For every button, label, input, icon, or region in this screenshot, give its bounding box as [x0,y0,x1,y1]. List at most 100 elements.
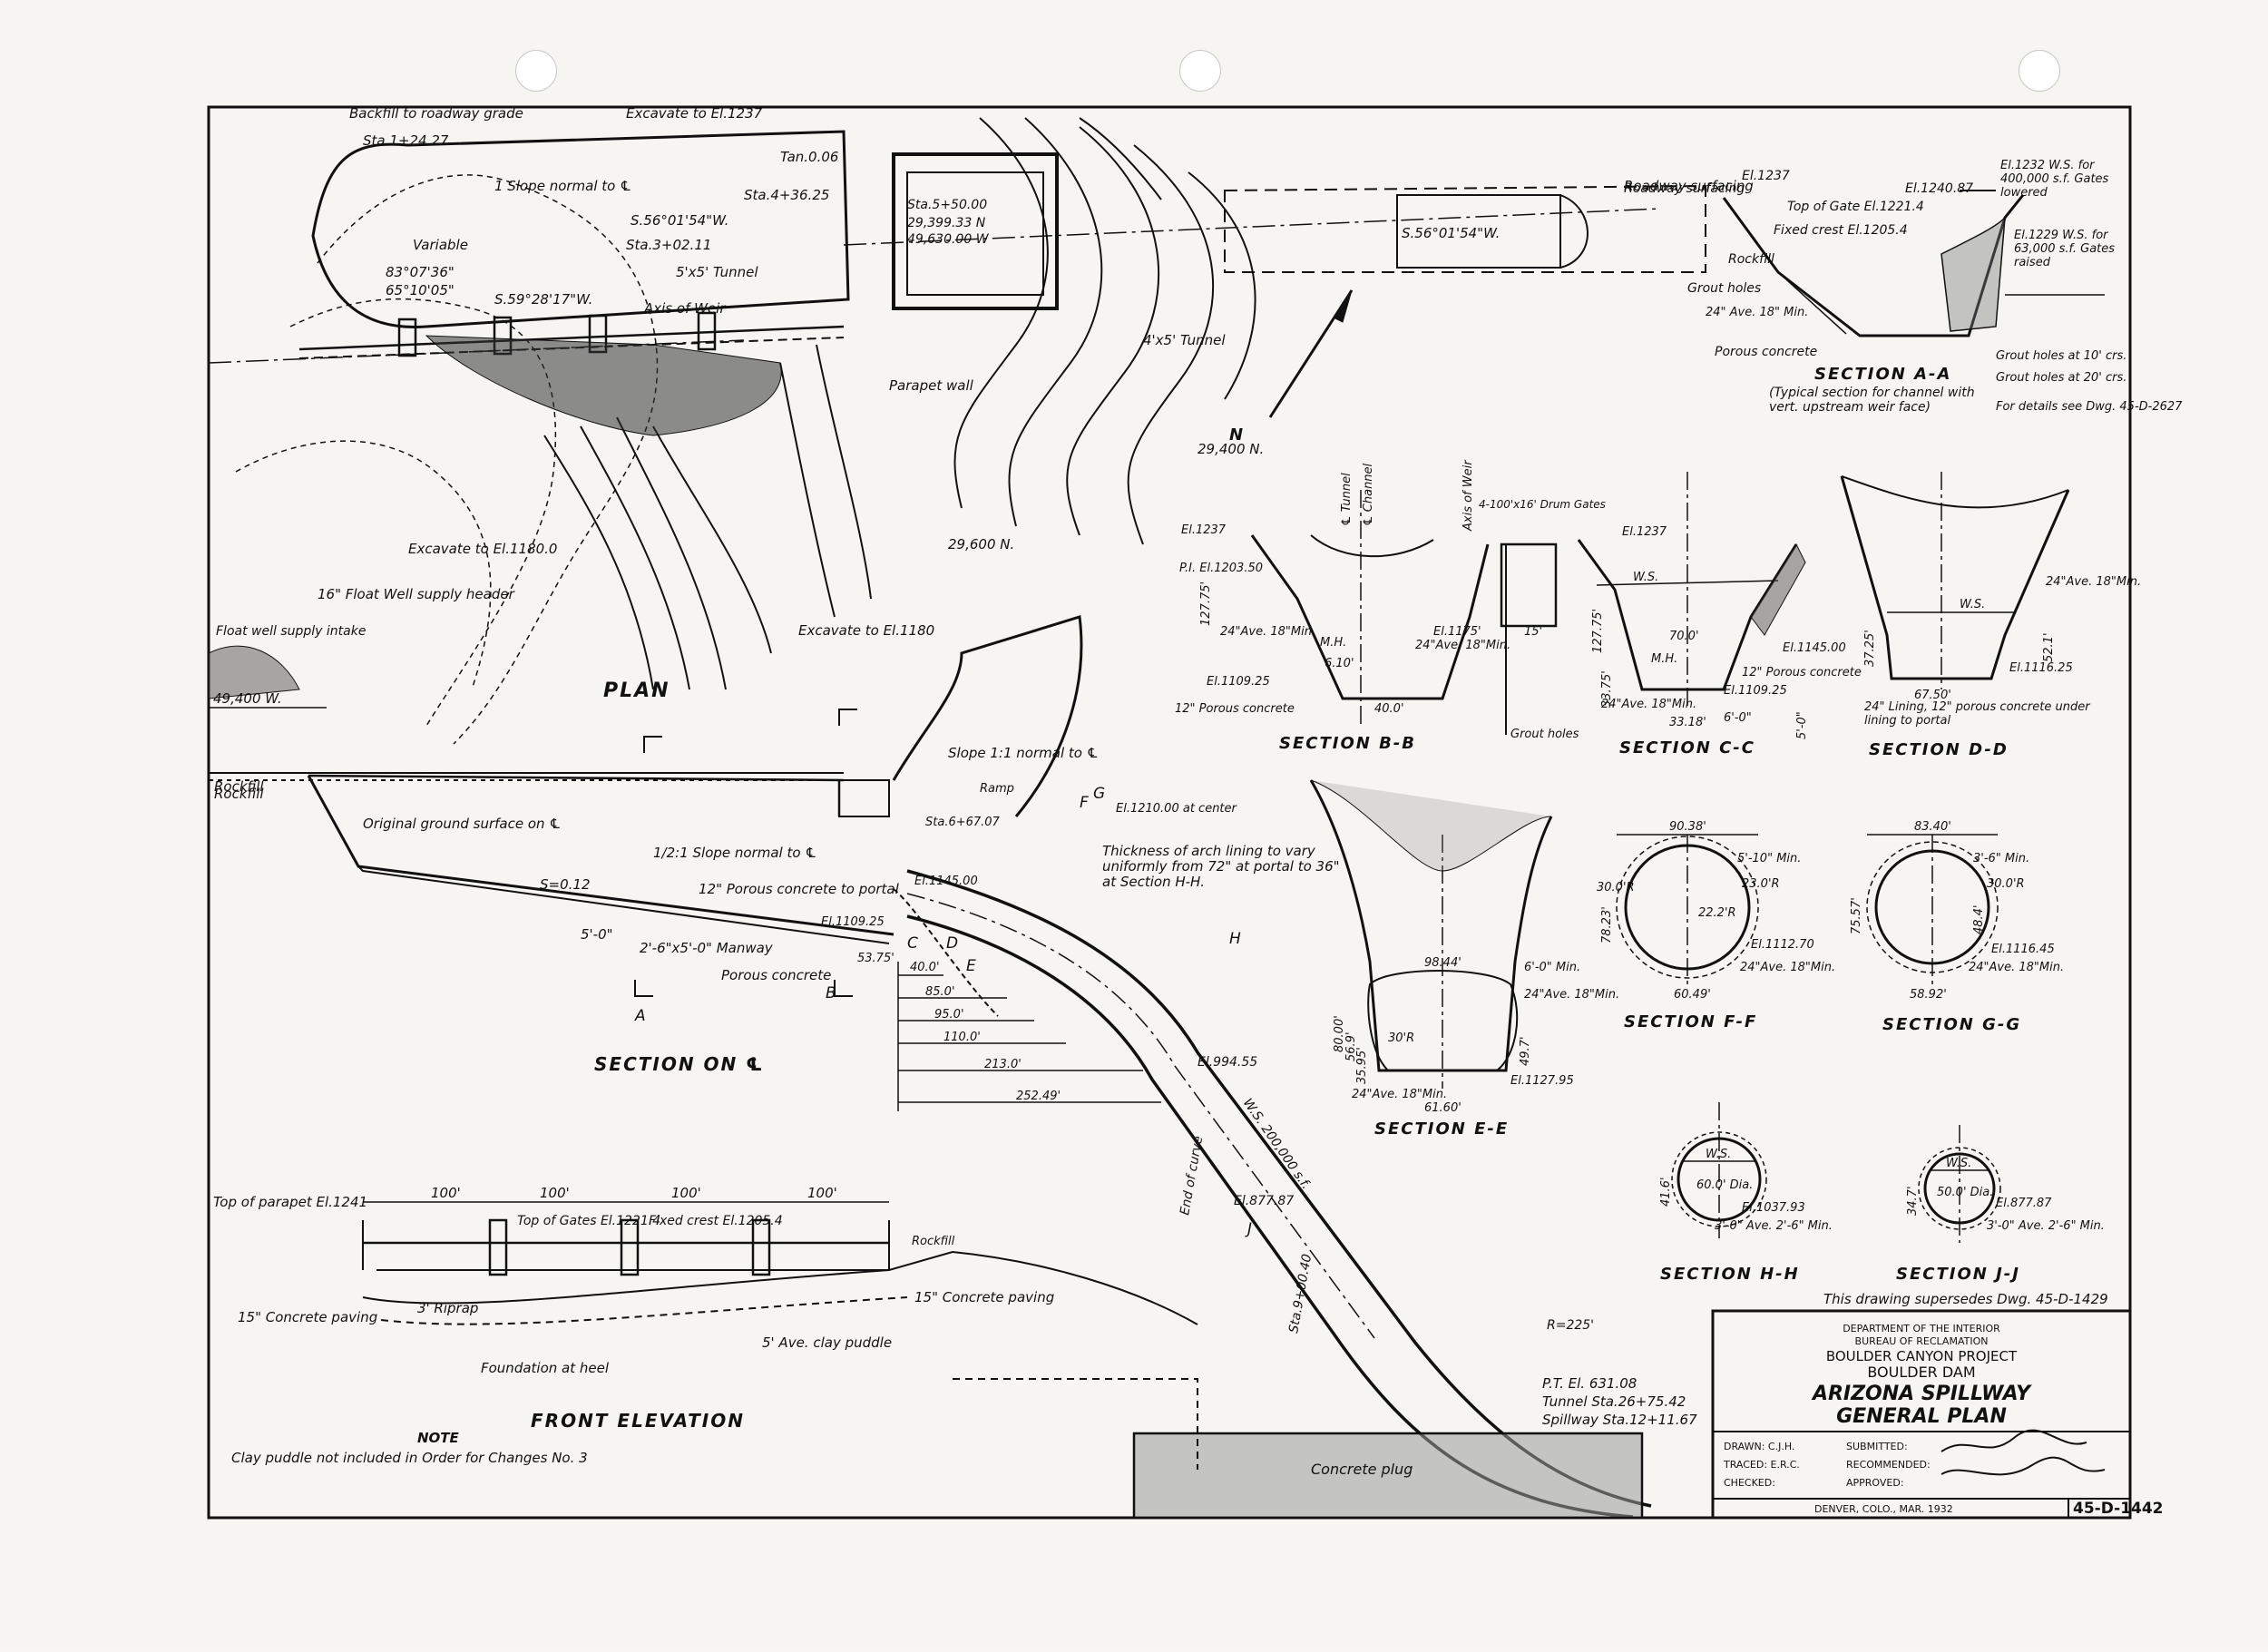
elevation-note: 15" Concrete paving [914,1289,1054,1305]
elevation-note: 5' Ave. clay puddle [762,1334,892,1351]
section-cc-note: El.1109.25 [1724,684,1787,698]
department: DEPARTMENT OF THE INTERIOR [1843,1323,2000,1334]
section-bb-note: 12" Porous concrete [1175,702,1295,716]
section-aa-note: El.1229 W.S. for 63,000 s.f. Gates raise… [2014,229,2116,269]
section-ee-note: 98.44' [1424,956,1461,970]
section-gg-note: 83.40' [1914,820,1951,834]
section-bb-note: ℄ Tunnel [1340,473,1354,526]
section-ff-note: 22.2'R [1698,906,1736,920]
section-dd-note: 37.25' [1863,630,1877,667]
elevation-dim: 100' [431,1185,461,1201]
section-jj-labels: W.S. 50.0' Dia. 34.7' El.877.87 3'-0" Av… [1896,1157,2105,1284]
section-dd-note: 52.1' [2042,632,2056,662]
section-bb-note: 24"Ave. 18"Min. [1220,625,1315,639]
section-marker: H [1229,930,1241,948]
section-aa-labels: El.1237 Roadway surfacing El.1240.87 El.… [1624,159,2183,415]
section-gg-note: 58.92' [1910,988,1947,1002]
section-cc-note: 127.75' [1591,609,1605,653]
section-cc-note: W.S. [1633,571,1658,584]
section-on-centerline-labels: Rockfill Original ground surface on ℄ 1/… [214,745,1340,1238]
section-on-centerline-title: SECTION ON ℄ [594,1053,764,1075]
section-gg-labels: 83.40' 3'-6" Min. 30.0'R 75.57' 48.4' El… [1850,820,2064,1034]
plan-note: 29,399.33 N [907,216,986,230]
section-ee-note: 56.9' [1344,1031,1358,1061]
section-cl-note: Ramp [980,782,1014,796]
plan-title: PLAN [603,679,670,702]
section-aa-note: Top of Gate El.1221.4 [1787,200,1924,214]
supersedes-note: This drawing supersedes Dwg. 45-D-1429 [1823,1291,2108,1307]
section-cl-note: Rockfill [214,786,264,802]
elevation-note: 3' Riprap [417,1300,478,1316]
section-cl-dim: 252.49' [1016,1090,1061,1103]
section-bb-labels: El.1237 P.I. El.1203.50 127.75' 24"Ave. … [1175,459,1606,753]
section-dd-note: 24"Ave. 18"Min. [2046,575,2141,589]
section-cc [1577,472,1806,708]
section-cc-note: M.H. [1651,652,1677,666]
drawing-title: ARIZONA SPILLWAY [1811,1383,2032,1405]
section-hh-note: 3'-0" Ave. 2'-6" Min. [1715,1219,1833,1233]
section-hh-note: 60.0' Dia. [1696,1178,1753,1192]
section-ee-note: 30'R [1388,1031,1414,1045]
section-bb-note: El.1109.25 [1207,675,1270,689]
section-hh-note: El.1037.93 [1742,1201,1805,1215]
section-ff-note: 78.23' [1600,906,1614,943]
section-gg-note: El.1116.45 [1991,943,2055,956]
plan-note: Excavate to El.1180 [798,622,934,639]
plan-note: Tan.0.06 [780,149,838,165]
section-cc-note: El.1237 [1622,525,1667,539]
section-hh-labels: W.S. 60.0' Dia. 41.6' El.1037.93 3'-0" A… [1659,1148,1833,1284]
punch-hole-right [2019,50,2060,92]
drawing-place-date: DENVER, COLO., MAR. 1932 [1814,1503,1953,1515]
bureau: BUREAU OF RECLAMATION [1855,1335,1989,1347]
section-cc-title: SECTION C-C [1619,738,1755,758]
section-gg [1866,834,1999,984]
section-gg-note: 48.4' [1972,904,1986,934]
front-elevation [362,1201,1198,1470]
section-hh [1671,1102,1767,1238]
plan-note: Parapet wall [889,377,974,394]
section-dd-note: W.S. [1960,598,1985,611]
section-aa [1722,190,2105,337]
recommended-by: RECOMMENDED: [1846,1459,1931,1471]
tunnel-note: P.T. El. 631.08 [1542,1375,1637,1392]
plan-labels: Backfill to roadway grade Excavate to El… [213,105,1754,795]
tunnel-note: El.994.55 [1198,1055,1257,1070]
section-aa-title: SECTION A-A [1814,365,1951,384]
elevation-note: Fixed crest El.1205.4 [649,1214,783,1228]
section-dd-labels: 24"Ave. 18"Min. W.S. 37.25' El.1116.25 5… [1863,575,2141,759]
section-hh-note: W.S. [1706,1148,1731,1161]
tunnel-note: El.877.87 [1234,1194,1294,1208]
section-dd [1840,472,2070,689]
section-marker: C [907,934,918,953]
plan-note: Sta.3+02.11 [626,237,711,253]
title-block-text: This drawing supersedes Dwg. 45-D-1429 D… [1723,1291,2164,1518]
section-gg-note: 3'-6" Min. [1973,852,2029,865]
section-gg-note: 75.57' [1850,897,1863,934]
plan-note: 4'x5' Tunnel [1143,332,1226,348]
section-cl-note: El.1210.00 at center [1116,802,1238,816]
section-cl-dim: 53.75' [857,952,894,965]
section-ff [1616,834,1759,989]
section-ee-labels: 98.44' 6'-0" Min. 24"Ave. 18"Min. 80.00'… [1333,956,1619,1139]
section-cl-dim: 213.0' [984,1058,1022,1071]
section-bb-note: El.1175' [1433,625,1481,639]
section-marker: D [946,934,958,953]
section-bb-note: 6.10' [1325,657,1354,670]
section-bb-note: 127.75' [1199,582,1213,626]
front-elevation-labels: 100' 100' 100' 100' Top of parapet El.12… [213,1185,1054,1466]
section-cl-note: 2'-6"x5'-0" Manway [640,940,774,956]
section-dd-title: SECTION D-D [1869,740,2009,759]
section-dd-lining-box: 24" Lining, 12" porous concrete under li… [1864,700,2090,728]
plan-note: 49,630.00 W [907,232,990,247]
north-arrow-label: N [1229,425,1243,445]
plan-note: S.59°28'17"W. [494,291,592,308]
section-marker: E [966,957,976,975]
section-aa-subtitle-box: (Typical section for channel with vert. … [1769,386,1975,415]
section-bb-note: M.H. [1320,636,1346,650]
plan-note: Sta.4+36.25 [744,187,829,203]
section-bb [1250,490,1558,735]
plan-note: Rockfill [214,778,264,795]
section-cl-note: El.1145.00 [914,875,978,888]
